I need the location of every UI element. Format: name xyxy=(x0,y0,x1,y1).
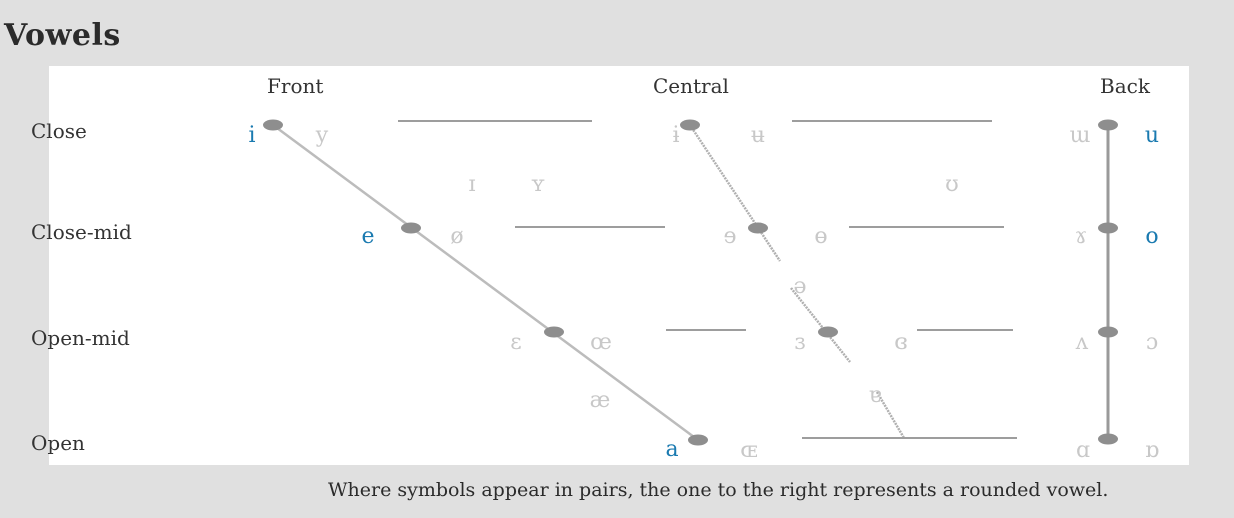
row-label-open-mid: Open-mid xyxy=(31,326,130,350)
vowel-symbol: ɶ xyxy=(740,438,758,463)
vowel-symbol: u xyxy=(1144,123,1160,148)
central-edge-line-lower xyxy=(790,287,851,363)
vowel-symbol: ʊ xyxy=(945,172,959,197)
row-label-open: Open xyxy=(31,431,85,455)
vowel-symbol: ə xyxy=(793,274,807,299)
column-label-front: Front xyxy=(267,74,324,98)
vowel-symbol: e xyxy=(361,224,375,249)
vowel-symbol: ʌ xyxy=(1075,330,1089,355)
column-label-back: Back xyxy=(1100,74,1150,98)
central-edge-line-upper xyxy=(688,124,782,262)
column-label-central: Central xyxy=(653,74,729,98)
vowel-symbol: y xyxy=(315,123,329,148)
vertex-dot-close-central xyxy=(680,119,700,131)
vertex-dot-close-front xyxy=(263,119,283,131)
vowel-symbol: ɜ xyxy=(794,330,806,355)
vowel-symbol: ɞ xyxy=(894,330,908,355)
vertex-dot-close-mid-front xyxy=(401,222,421,234)
vowel-symbol: ɐ xyxy=(868,383,882,408)
vowel-symbol: ɨ xyxy=(672,123,680,148)
vowel-symbol: a xyxy=(665,437,679,462)
vowel-symbol: ɤ xyxy=(1074,224,1088,249)
vowel-symbol: ɪ xyxy=(468,172,476,197)
front-edge-line xyxy=(272,123,699,442)
vowel-symbol: ɔ xyxy=(1145,330,1159,355)
vowel-symbol: ɒ xyxy=(1144,438,1160,463)
vowel-symbol: æ xyxy=(589,388,611,413)
vowel-symbol: ø xyxy=(450,224,464,249)
vertex-dot-open-back xyxy=(1098,433,1118,445)
vowel-symbol: ɑ xyxy=(1075,438,1091,463)
vowel-chart: Front Central Back i y ɨ ʉ ɯ u ɪ ʏ ʊ e ø… xyxy=(49,66,1189,465)
vowel-symbol: ɘ xyxy=(723,224,737,249)
vertex-dot-open-front xyxy=(688,434,708,446)
vowel-symbol: ɵ xyxy=(814,224,828,249)
vowel-symbol: o xyxy=(1145,224,1159,249)
row-label-close-mid: Close-mid xyxy=(31,220,132,244)
vowel-chart-lines xyxy=(263,119,1118,446)
vowel-symbol: œ xyxy=(590,330,612,355)
vertex-dot-open-mid-back xyxy=(1098,326,1118,338)
vowel-symbol: ɯ xyxy=(1069,123,1091,148)
vowel-symbol: i xyxy=(248,123,256,148)
chart-caption: Where symbols appear in pairs, the one t… xyxy=(328,479,1109,501)
vowel-symbol: ɛ xyxy=(510,330,522,355)
vertex-dot-close-back xyxy=(1098,119,1118,131)
section-heading: Vowels xyxy=(4,18,121,53)
vowel-symbol: ʉ xyxy=(750,123,766,148)
vowel-symbol: ʏ xyxy=(530,172,546,197)
vertex-dot-open-mid-front xyxy=(544,326,564,338)
vertex-dot-close-mid-central xyxy=(748,222,768,234)
vertex-dot-open-mid-central xyxy=(818,326,838,338)
row-label-close: Close xyxy=(31,119,87,143)
vertex-dot-close-mid-back xyxy=(1098,222,1118,234)
